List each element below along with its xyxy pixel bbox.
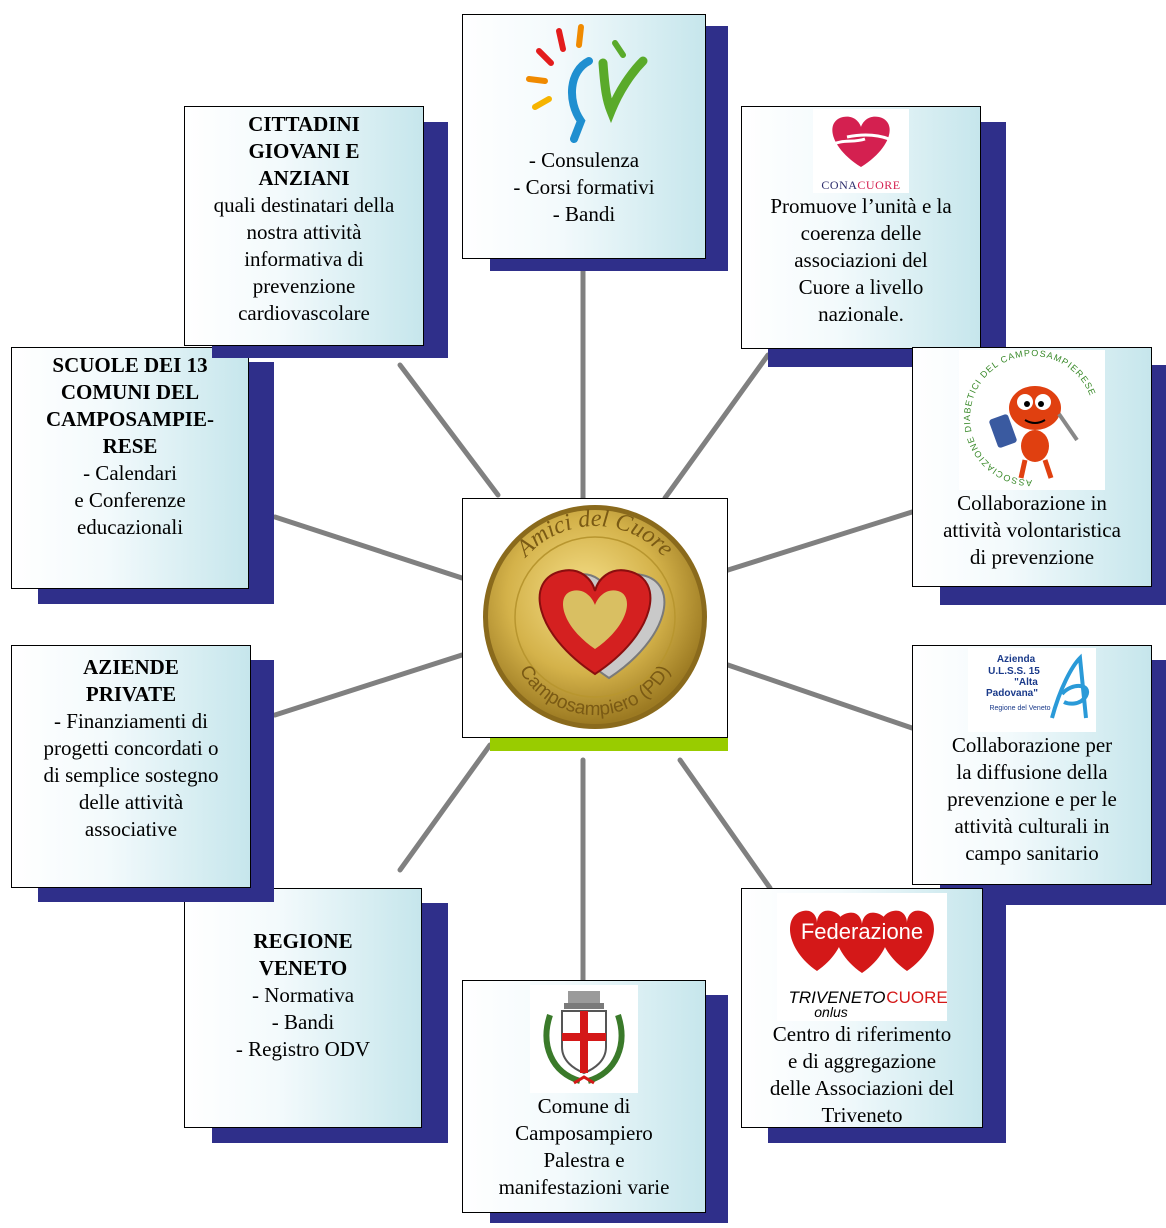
node-box: CONACUORE Promuove l’unità e la coerenza… [741, 106, 981, 349]
scuole-title-1: SCUOLE DEI 13 [52, 353, 208, 377]
comune-line-2: Camposampiero [515, 1121, 653, 1145]
regione-line-3: - Registro ODV [235, 1037, 371, 1061]
diabetici-line-1: Collaborazione in [957, 491, 1107, 515]
connector-scuole [272, 514, 465, 581]
conacuore-line-2: coerenza delle [800, 221, 922, 245]
aziende-line-2: progetti concordati o [43, 736, 219, 760]
node-box: CITTADINI GIOVANI E ANZIANI quali destin… [184, 106, 424, 346]
connector-aziende [272, 652, 465, 718]
comune-logo [530, 985, 638, 1093]
federazione-line-2: e di aggregazione [787, 1049, 937, 1073]
scuole-line-1: - Calendari [83, 461, 177, 485]
cittadini-title-2: GIOVANI E [248, 139, 360, 163]
csv-line-3: - Bandi [552, 202, 616, 226]
svg-text:"Alta: "Alta [1014, 677, 1038, 688]
aziende-line-5: associative [84, 817, 178, 841]
svg-text:Regione del Veneto: Regione del Veneto [989, 705, 1050, 712]
cittadini-line-5: cardiovascolare [238, 301, 370, 325]
connector-diabetici [725, 509, 915, 573]
aziende-title-1: AZIENDE [83, 655, 179, 679]
scuole-title-4: RESE [102, 434, 158, 458]
federazione-line-3: delle Associazioni del [769, 1076, 955, 1100]
node-box: Azienda U.L.S.S. 15 "Alta Padovana" Regi… [912, 645, 1152, 885]
aziende-line-1: - Finanziamenti di [54, 709, 208, 733]
regione-line-1: - Normativa [251, 983, 355, 1007]
csv-logo-icon [526, 24, 648, 143]
aziende-line-3: di semplice sostegno [43, 763, 219, 787]
federazione-line-4: Triveneto [821, 1103, 903, 1127]
conacuore-line-1: Promuove l’unità e la [770, 194, 952, 218]
conacuore-logo: CONACUORE [813, 109, 909, 193]
comune-line-3: Palestra e [543, 1148, 625, 1172]
scuole-line-2: e Conferenze [74, 488, 186, 512]
comune-line-1: Comune di [537, 1094, 631, 1118]
conacuore-heart-icon [830, 116, 890, 167]
conacuore-line-3: associazioni del [794, 248, 928, 272]
node-box: Federazione TRIVENETO CUORE onlus Centro… [741, 888, 983, 1128]
svg-text:Padovana": Padovana" [986, 688, 1038, 699]
cittadini-line-4: prevenzione [252, 274, 356, 298]
connector-cittadini [397, 362, 501, 498]
node-box: - Consulenza - Corsi formativi - Bandi [462, 14, 706, 259]
ulss-logo-icon: Azienda U.L.S.S. 15 "Alta Padovana" Regi… [986, 653, 1090, 719]
aziende-line-4: delle attività [78, 790, 184, 814]
csv-line-2: - Corsi formativi [513, 175, 655, 199]
diabetici-line-2: attività volontaristica [943, 518, 1121, 542]
regione-title-1: REGIONE [253, 929, 353, 953]
amici-del-cuore-seal-icon: Amici del Cuore Camposampiero (PD) [483, 505, 707, 729]
regione-line-2: - Bandi [271, 1010, 335, 1034]
cittadini-line-1: quali destinatari della [213, 193, 395, 217]
svg-text:Federazione: Federazione [801, 919, 923, 944]
conacuore-line-4: Cuore a livello [798, 275, 924, 299]
svg-text:TRIVENETO: TRIVENETO [789, 988, 886, 1007]
conacuore-line-5: nazionale. [818, 302, 904, 326]
comune-coat-of-arms-icon [543, 991, 625, 1085]
diabetici-line-3: di prevenzione [969, 545, 1095, 569]
scuole-title-2: COMUNI DEL [60, 380, 200, 404]
cittadini-line-3: informativa di [244, 247, 364, 271]
aziende-title-2: PRIVATE [85, 682, 177, 706]
regione-title-2: VENETO [258, 956, 348, 980]
ulss-line-5: campo sanitario [965, 841, 1099, 865]
ulss-line-1: Collaborazione per [951, 733, 1113, 757]
connector-federazione [677, 757, 773, 891]
cittadini-line-2: nostra attività [246, 220, 362, 244]
ulss-line-3: prevenzione e per le [947, 787, 1117, 811]
node-box: Comune di Camposampiero Palestra e manif… [462, 980, 706, 1213]
svg-text:U.L.S.S. 15: U.L.S.S. 15 [988, 666, 1040, 677]
diabetici-logo: ASSOCIAZIONE DIABETICI DEL CAMPOSAMPIERE… [959, 348, 1105, 490]
node-box: AZIENDE PRIVATE - Finanziamenti di proge… [11, 645, 251, 888]
comune-line-4: manifestazioni varie [498, 1175, 670, 1199]
ulss-line-2: la diffusione della [956, 760, 1108, 784]
federazione-line-1: Centro di riferimento [772, 1022, 952, 1046]
cittadini-title-1: CITTADINI [248, 112, 360, 136]
scuole-title-3: CAMPOSAMPIE- [46, 407, 214, 431]
node-box: SCUOLE DEI 13 COMUNI DEL CAMPOSAMPIE- RE… [11, 347, 249, 589]
ulss-line-4: attività culturali in [954, 814, 1110, 838]
cittadini-title-3: ANZIANI [258, 166, 350, 190]
ulss-logo: Azienda U.L.S.S. 15 "Alta Padovana" Regi… [968, 648, 1096, 732]
diabetici-mascot-icon: ASSOCIAZIONE DIABETICI DEL CAMPOSAMPIERE… [962, 348, 1097, 488]
center-box: Amici del Cuore Camposampiero (PD) [462, 498, 728, 738]
svg-text:CUORE: CUORE [886, 988, 947, 1007]
connector-ulss [725, 662, 915, 731]
scuole-line-3: educazionali [76, 515, 184, 539]
csv-line-1: - Consulenza [528, 148, 640, 172]
federazione-logo: Federazione TRIVENETO CUORE onlus [777, 893, 948, 1021]
svg-text:onlus: onlus [814, 1004, 847, 1020]
federazione-hearts-icon: Federazione TRIVENETO CUORE onlus [789, 910, 948, 1020]
connector-conacuore [662, 352, 771, 501]
svg-text:Azienda: Azienda [997, 654, 1036, 665]
conacuore-logo-text: CONACUORE [821, 178, 901, 192]
connector-regione [397, 742, 493, 873]
node-box: REGIONE VENETO - Normativa - Bandi - Reg… [184, 888, 422, 1128]
node-box: ASSOCIAZIONE DIABETICI DEL CAMPOSAMPIERE… [912, 347, 1152, 587]
